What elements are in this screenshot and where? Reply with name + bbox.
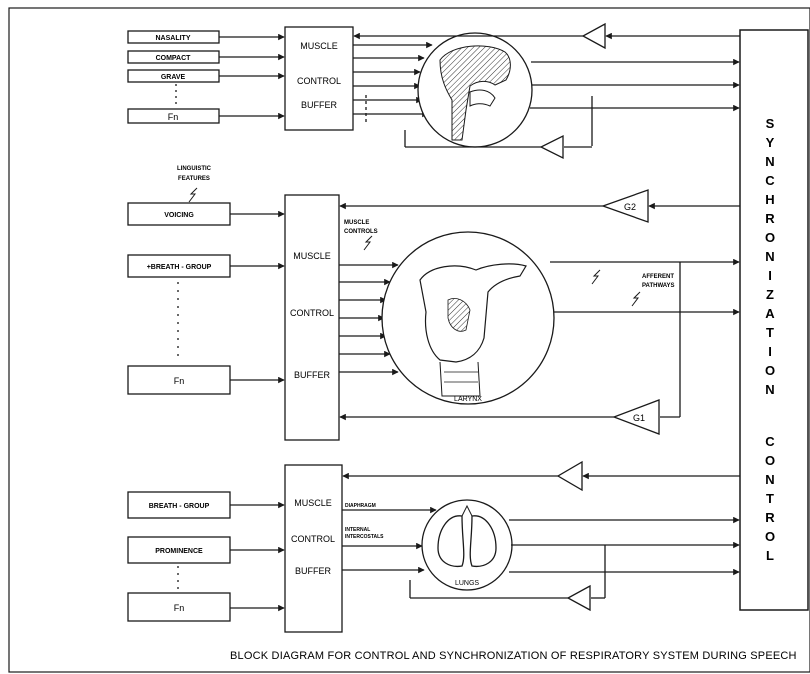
bottom-buffer-muscle: MUSCLE bbox=[294, 498, 332, 508]
figure-frame bbox=[8, 7, 810, 673]
top-upper-gain-triangle bbox=[581, 22, 606, 50]
sync-letter: N bbox=[765, 249, 774, 264]
control-letter: O bbox=[765, 453, 775, 468]
control-letter: O bbox=[765, 529, 775, 544]
bottom-buffer-buffer: BUFFER bbox=[295, 566, 332, 576]
feature-fn-middle: Fn bbox=[174, 376, 185, 386]
sync-letter: T bbox=[766, 325, 774, 340]
sync-letter: R bbox=[765, 211, 775, 226]
feature-box-fn-bottom bbox=[127, 592, 231, 622]
sync-control-label: S Y N C H R O N I Z A T I O N C O N T R … bbox=[765, 116, 775, 563]
muscle-controls-line2: CONTROLS bbox=[344, 229, 378, 235]
middle-section bbox=[127, 187, 740, 441]
feature-prominence: PROMINENCE bbox=[155, 548, 203, 555]
afferent-label-line1: AFFERENT bbox=[642, 274, 674, 280]
feature-compact: COMPACT bbox=[156, 55, 192, 62]
sync-letter: H bbox=[765, 192, 774, 207]
sync-letter: Z bbox=[766, 287, 774, 302]
linguistic-label-line2: FEATURES bbox=[178, 176, 210, 182]
middle-buffer-muscle: MUSCLE bbox=[293, 251, 331, 261]
middle-muscle-control-buffer bbox=[284, 194, 340, 441]
diaphragm-label: DIAPHRAGM bbox=[345, 503, 376, 509]
sync-letter: Y bbox=[766, 135, 775, 150]
top-muscle-control-buffer bbox=[284, 26, 354, 131]
lungs-label: LUNGS bbox=[455, 580, 479, 587]
larynx-label: LARYNX bbox=[454, 396, 482, 403]
middle-buffer-buffer: BUFFER bbox=[294, 370, 331, 380]
top-buffer-muscle: MUSCLE bbox=[300, 41, 338, 51]
feature-fn: Fn bbox=[168, 112, 179, 122]
feature-box-prominence bbox=[127, 536, 231, 564]
top-buffer-control: CONTROL bbox=[297, 76, 341, 86]
sync-letter: A bbox=[765, 306, 775, 321]
feature-fn-bottom: Fn bbox=[174, 603, 185, 613]
bottom-muscle-control-buffer bbox=[284, 464, 343, 633]
sync-letter: S bbox=[766, 116, 775, 131]
gain-g1-triangle bbox=[612, 399, 660, 435]
middle-buffer-control: CONTROL bbox=[290, 308, 334, 318]
figure-caption: BLOCK DIAGRAM FOR CONTROL AND SYNCHRONIZ… bbox=[230, 650, 797, 662]
feature-box-breath-group-bottom bbox=[127, 491, 231, 519]
control-letter: L bbox=[766, 548, 774, 563]
feature-breath-group: BREATH - GROUP bbox=[149, 503, 210, 510]
gain-g2-triangle bbox=[601, 189, 649, 223]
sync-letter: I bbox=[768, 268, 772, 283]
sync-letter: O bbox=[765, 230, 775, 245]
synchronization-control-box bbox=[739, 29, 809, 611]
control-letter: N bbox=[765, 472, 774, 487]
feature-breath-group-plus: +BREATH - GROUP bbox=[147, 264, 212, 271]
middle-labels: LINGUISTIC FEATURES VOICING +BREATH - GR… bbox=[147, 166, 675, 423]
bottom-section bbox=[127, 460, 740, 633]
top-feature-labels: NASALITY COMPACT GRAVE Fn MUSCLE CONTROL… bbox=[156, 35, 342, 122]
sync-letter: N bbox=[765, 382, 774, 397]
top-section bbox=[127, 22, 740, 160]
control-letter: T bbox=[766, 491, 774, 506]
muscle-controls-line1: MUSCLE bbox=[344, 220, 369, 226]
sync-letter: O bbox=[765, 363, 775, 378]
top-lower-gain-triangle bbox=[539, 134, 564, 160]
feature-voicing: VOICING bbox=[164, 212, 194, 219]
top-buffer-buffer: BUFFER bbox=[301, 100, 338, 110]
intercostals-line2: INTERCOSTALS bbox=[345, 534, 384, 540]
gain-g1-label: G1 bbox=[633, 413, 645, 423]
sync-letter: N bbox=[765, 154, 774, 169]
control-letter: C bbox=[765, 434, 775, 449]
sync-letter: C bbox=[765, 173, 775, 188]
bottom-labels: BREATH - GROUP PROMINENCE Fn MUSCLE CONT… bbox=[149, 498, 480, 613]
bottom-buffer-control: CONTROL bbox=[291, 534, 335, 544]
lungs-illustration bbox=[421, 499, 513, 591]
feature-nasality: NASALITY bbox=[156, 35, 191, 42]
bottom-upper-gain-triangle bbox=[556, 460, 583, 492]
bottom-lower-gain-triangle bbox=[566, 584, 591, 612]
intercostals-line1: INTERNAL bbox=[345, 527, 370, 533]
gain-g2-label: G2 bbox=[624, 202, 636, 212]
sync-letter: I bbox=[768, 344, 772, 359]
linguistic-label-line1: LINGUISTIC bbox=[177, 166, 212, 172]
feature-grave: GRAVE bbox=[161, 74, 186, 81]
afferent-label-line2: PATHWAYS bbox=[642, 283, 675, 289]
control-letter: R bbox=[765, 510, 775, 525]
